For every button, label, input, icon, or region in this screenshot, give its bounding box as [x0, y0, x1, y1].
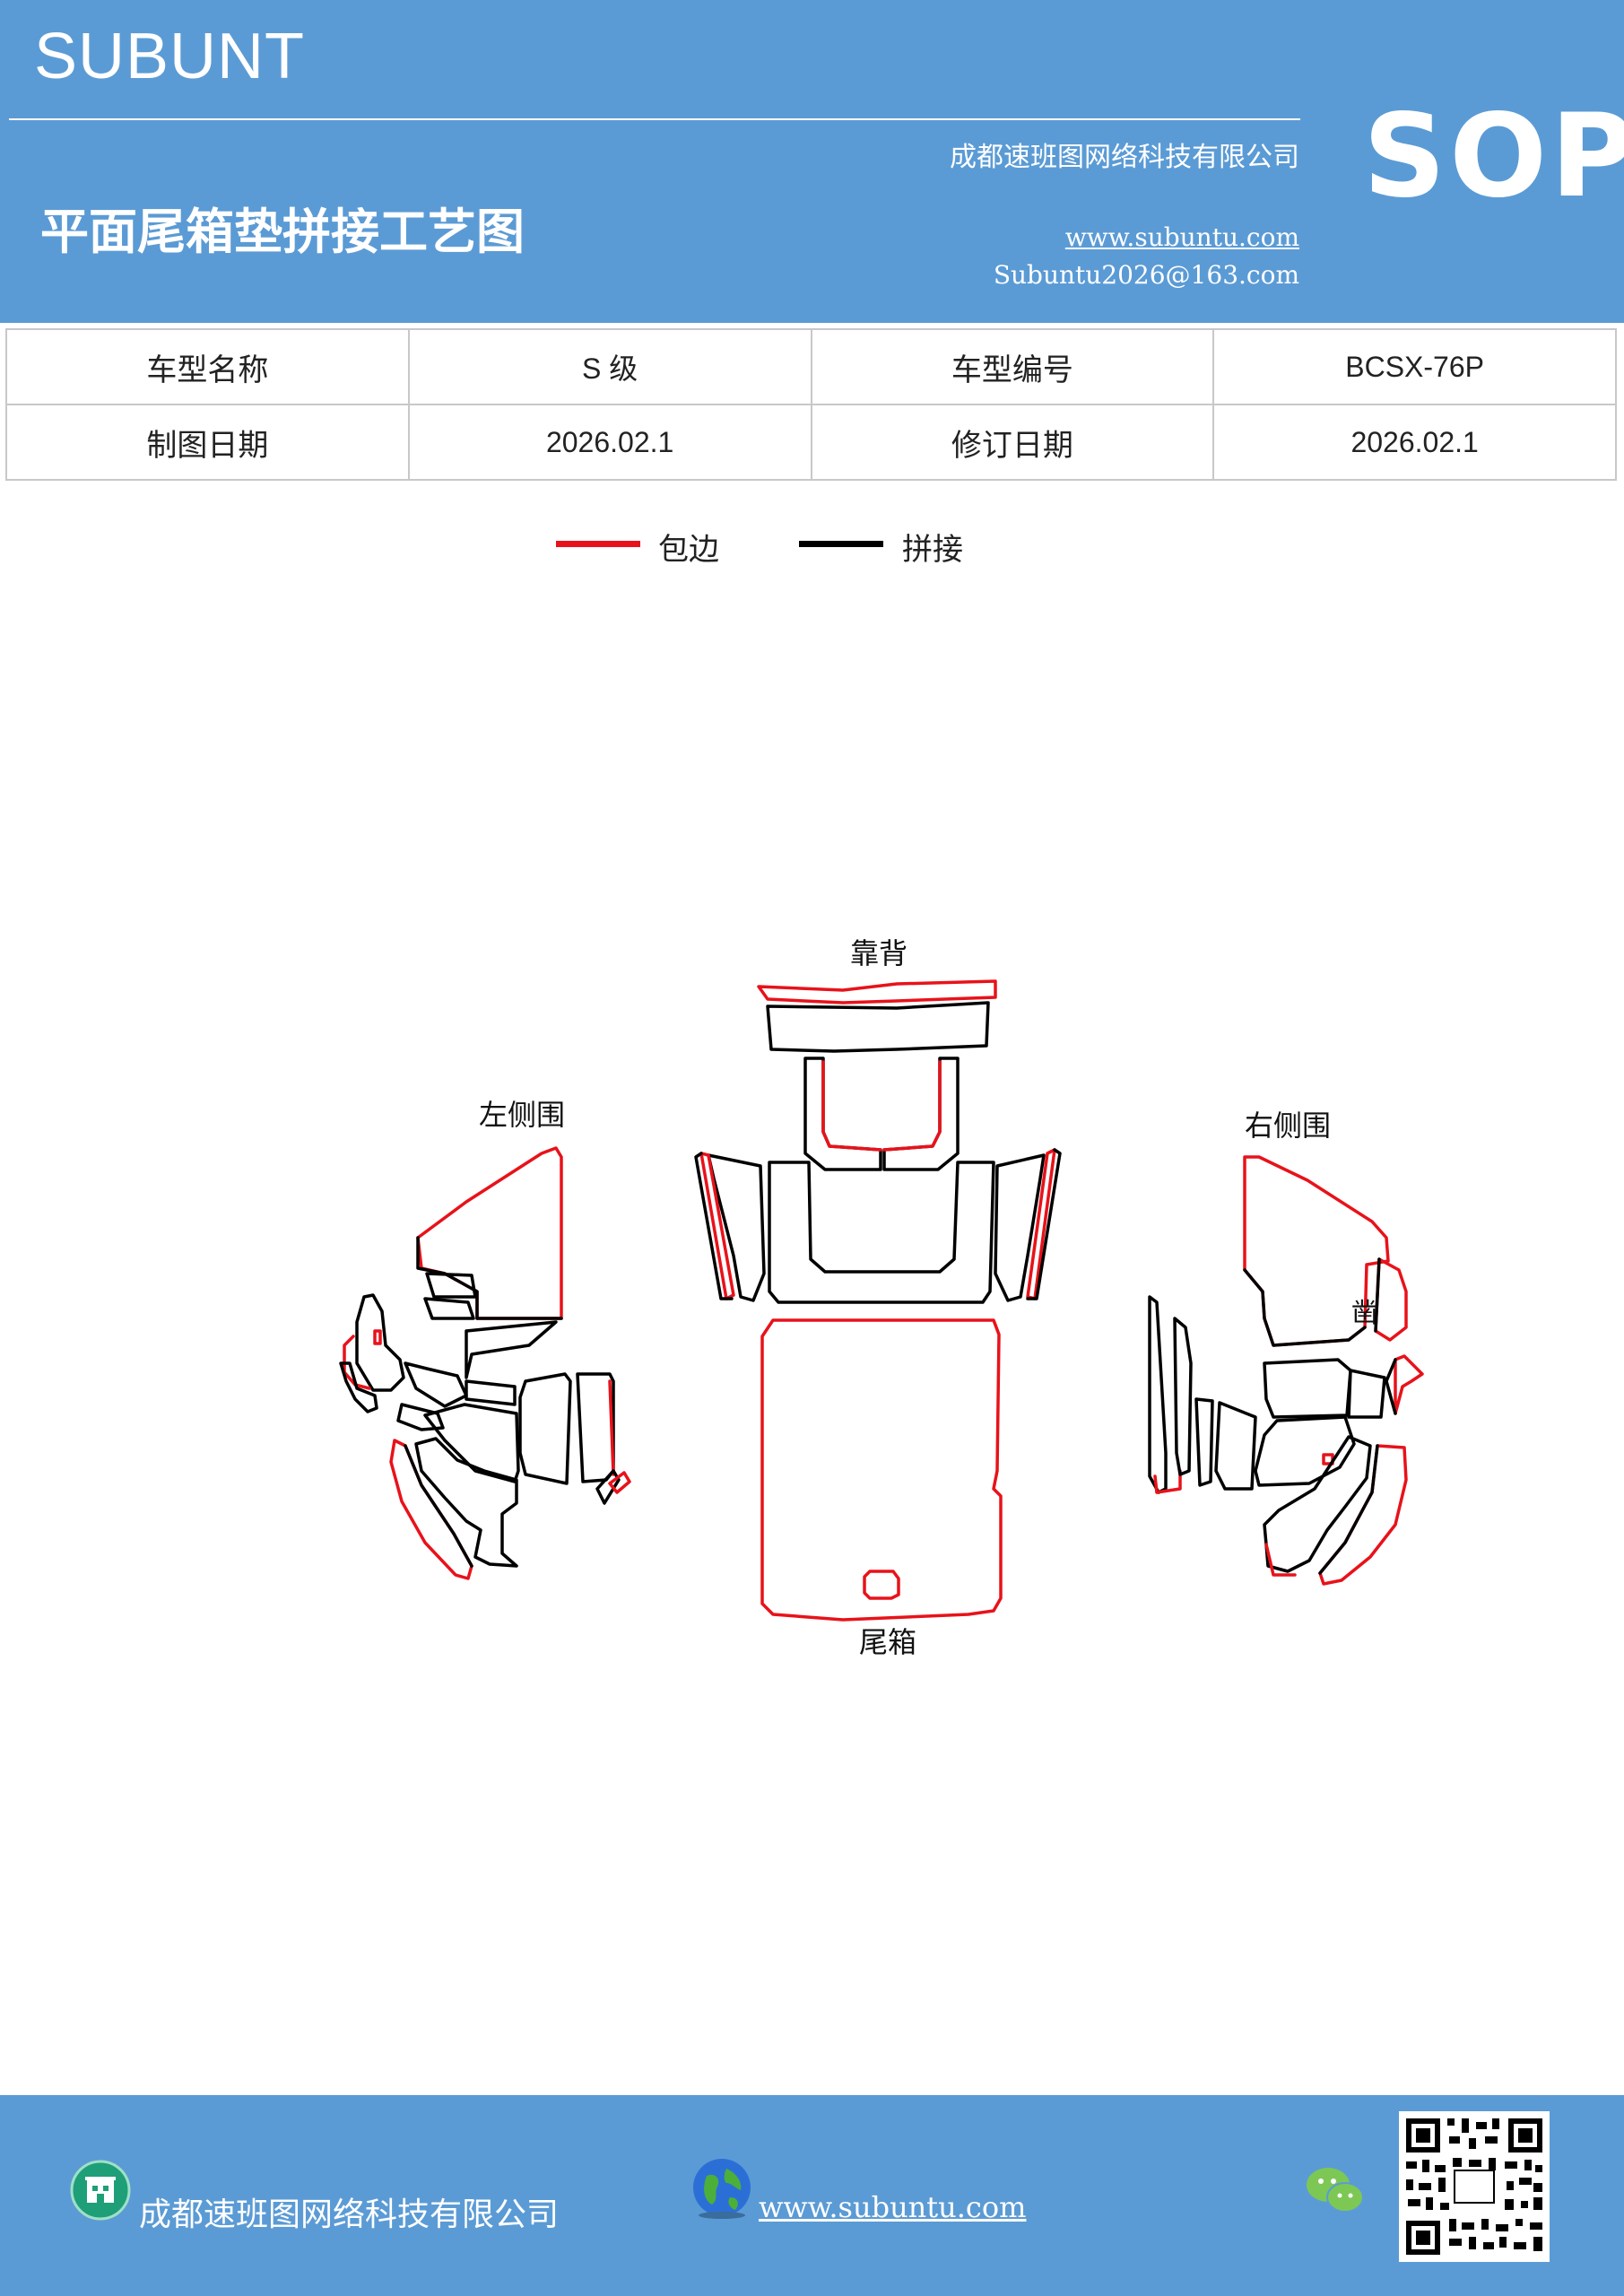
info-table: 车型名称 S 级 车型编号 BCSX-76P 制图日期 2026.02.1 修订…: [5, 328, 1617, 481]
table-cell: 2026.02.1: [1212, 404, 1617, 481]
right-center-block: [1254, 1415, 1356, 1487]
trunk-handle-cutout: [863, 1570, 900, 1600]
website-link[interactable]: www.subuntu.com: [1064, 222, 1299, 252]
table-cell: 制图日期: [5, 404, 410, 481]
table-cell: 修订日期: [810, 404, 1215, 481]
document-title: 平面尾箱垫拼接工艺图: [40, 204, 525, 260]
table-cell: S 级: [407, 328, 812, 405]
backrest-lower-right: [882, 1057, 960, 1171]
qr-code: [1399, 2111, 1550, 2262]
label-trunk: 尾箱: [859, 1625, 916, 1659]
left-upper-panel-splice: [416, 1236, 563, 1320]
legend-line-binding: [556, 541, 640, 547]
left-right-block-1: [518, 1372, 572, 1485]
right-upper-panel-splice: [1243, 1268, 1367, 1347]
label-left-side: 左侧围: [479, 1098, 565, 1132]
company-name: 成都速班图网络科技有限公司: [950, 142, 1299, 173]
sop-label: SOP: [1363, 90, 1624, 223]
left-small-block-1: [425, 1272, 477, 1299]
legend-line-splice: [799, 541, 883, 547]
right-tall-strip-1-binding: [1153, 1469, 1182, 1494]
center-middle-panel: [768, 1161, 995, 1304]
left-right-block-2: [576, 1372, 615, 1483]
table-cell: 2026.02.1: [407, 404, 812, 481]
right-lower-curve: [1263, 1435, 1372, 1573]
left-small-tab-2: [608, 1471, 631, 1494]
center-right-edge-strip-outline: [1026, 1148, 1062, 1300]
right-tall-strip-4: [1214, 1401, 1257, 1491]
left-curved-strip: [339, 1361, 378, 1413]
table-row: 制图日期 2026.02.1 修订日期 2026.02.1: [5, 404, 1617, 481]
globe-icon: [693, 2159, 751, 2219]
left-trapezoid: [396, 1403, 445, 1431]
legend-label-binding: 包边: [658, 532, 719, 568]
center-left-side-strip: [707, 1153, 766, 1302]
table-cell: BCSX-76P: [1212, 328, 1617, 405]
backrest-lower-left-binding: [821, 1060, 882, 1152]
footer-website-link[interactable]: www.subuntu.com: [759, 2190, 1027, 2224]
legend: 包边 拼接: [0, 525, 1624, 570]
table-row: 车型名称 S 级 车型编号 BCSX-76P: [5, 328, 1617, 405]
left-lower-outer-splice: [404, 1444, 473, 1568]
brand-logo-text: SUBUNT: [34, 21, 306, 92]
email-address: Subuntu2026@163.com: [993, 260, 1299, 290]
left-far-right-strip: [608, 1379, 615, 1476]
right-small-tab: [1394, 1354, 1424, 1415]
right-edge-tab-splice: [1374, 1257, 1381, 1333]
header-banner: [0, 0, 1624, 323]
left-mid-piece-3: [465, 1379, 517, 1406]
right-tall-strip-1: [1148, 1295, 1168, 1494]
trunk-floor-panel: [760, 1318, 1003, 1622]
table-cell: 车型编号: [810, 328, 1215, 405]
table-cell: 车型名称: [5, 328, 410, 405]
center-left-edge-strip-outline: [694, 1152, 734, 1300]
footer-company-name: 成都速班图网络科技有限公司: [139, 2196, 560, 2233]
label-backrest: 靠背: [850, 936, 908, 970]
right-mid-block-2: [1347, 1369, 1386, 1419]
right-lower-outer: [1318, 1444, 1408, 1586]
right-small-tab-splice: [1385, 1358, 1397, 1415]
building-icon: [70, 2160, 131, 2221]
right-mid-block-1: [1263, 1358, 1352, 1419]
backrest-lower-right-binding: [882, 1060, 942, 1152]
header-divider: [9, 118, 1300, 120]
right-lower-outer-splice: [1318, 1444, 1379, 1575]
right-tall-strip-2: [1173, 1317, 1193, 1476]
right-tall-strip-3: [1194, 1397, 1214, 1487]
legend-label-splice: 拼接: [902, 532, 963, 568]
center-right-edge-strip: [1026, 1148, 1056, 1300]
label-right-mark: 凿: [1351, 1298, 1378, 1329]
left-mid-piece-2: [404, 1361, 468, 1408]
label-right-side: 右侧围: [1245, 1109, 1331, 1143]
right-lower-curve-binding: [1264, 1543, 1297, 1577]
backrest-top-strip: [757, 979, 997, 1004]
center-left-edge-strip: [699, 1152, 735, 1300]
wechat-icon[interactable]: [1304, 2163, 1367, 2217]
left-upper-panel: [416, 1146, 563, 1320]
left-center-block: [423, 1403, 520, 1483]
right-edge-tab: [1374, 1257, 1408, 1342]
backrest-lower-left: [803, 1057, 882, 1171]
left-lower-curve: [414, 1437, 518, 1568]
left-small-block-2: [423, 1297, 475, 1320]
left-mid-piece-1: [465, 1320, 558, 1379]
backrest-panel: [766, 1001, 990, 1053]
left-arm-piece: [355, 1293, 405, 1392]
center-right-side-strip: [994, 1153, 1046, 1302]
left-small-hole: [373, 1329, 382, 1345]
left-small-tab-1: [595, 1469, 621, 1505]
